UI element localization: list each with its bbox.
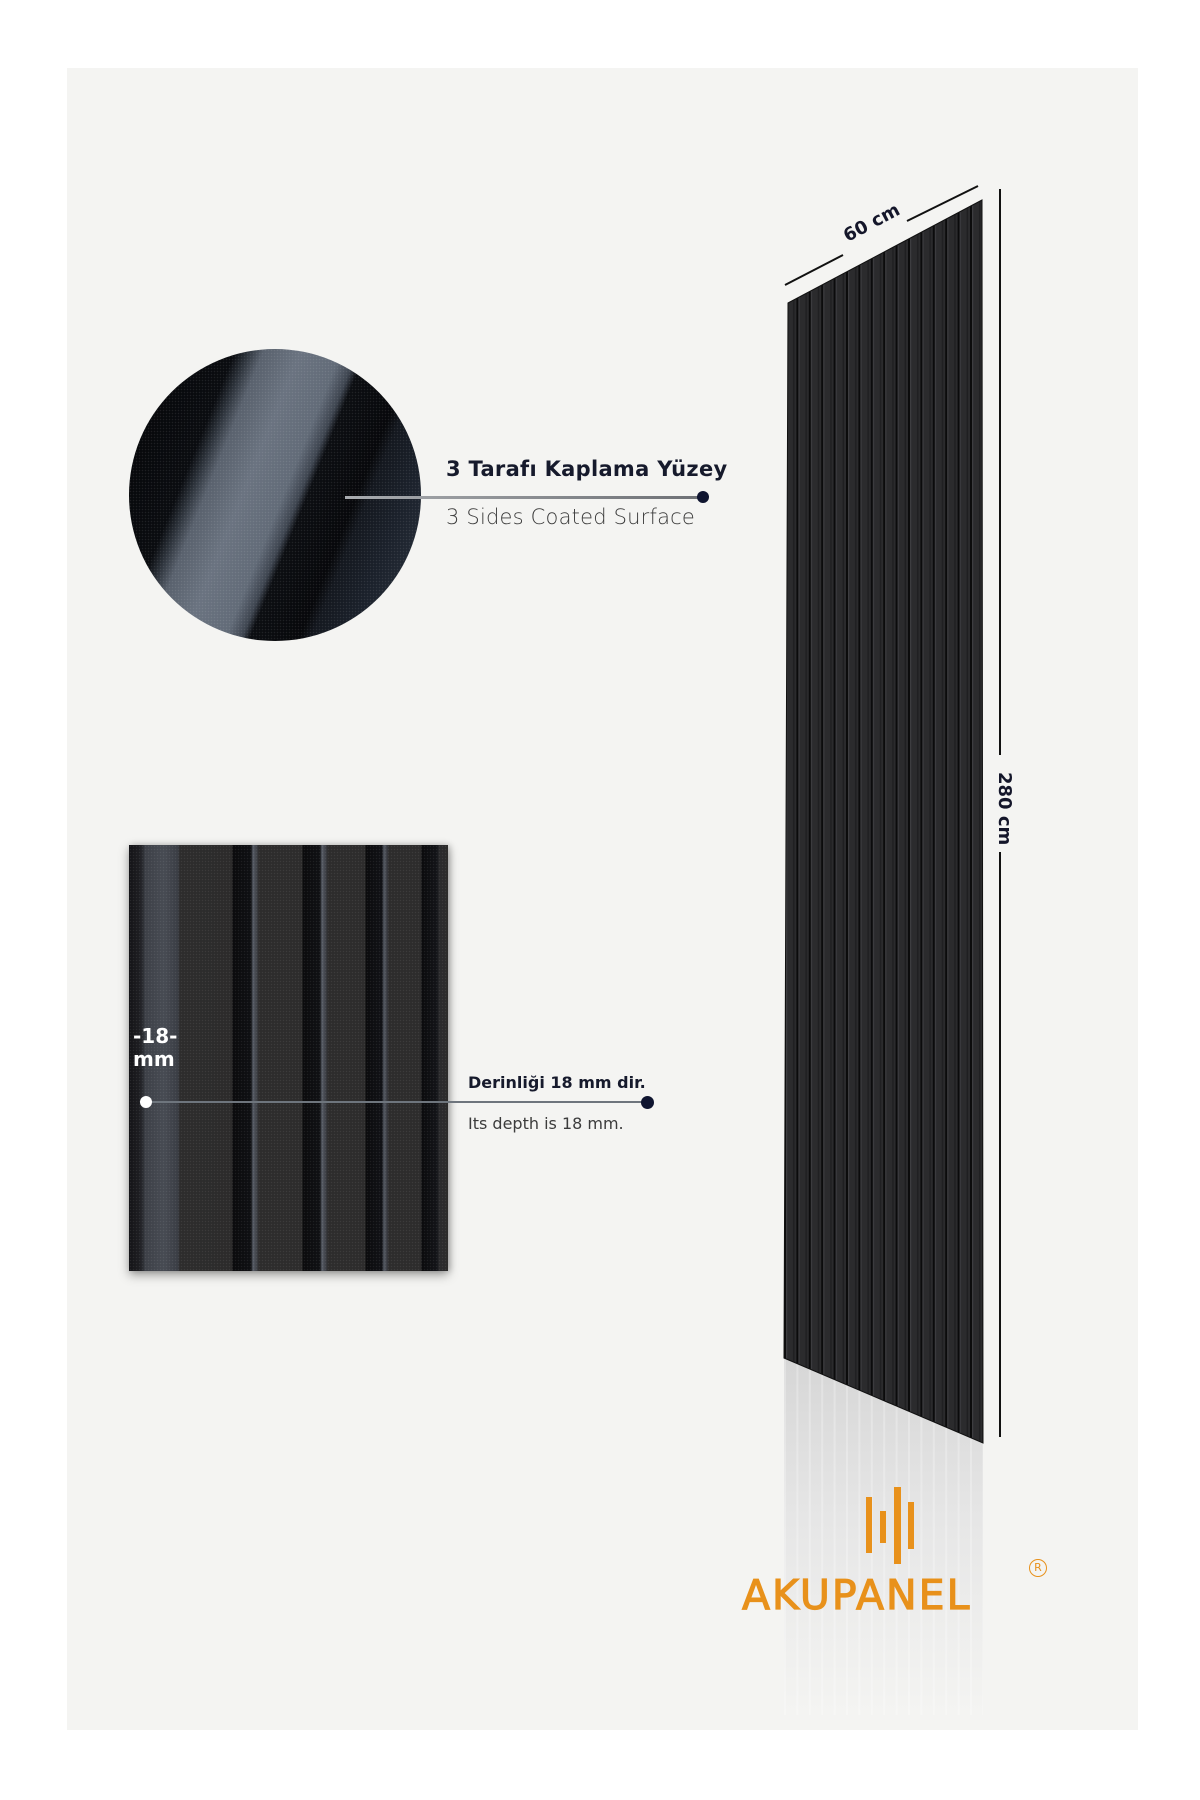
depth-detail-image <box>129 845 448 1271</box>
callout-dot-start <box>140 1096 152 1108</box>
texture-overlay <box>129 845 448 1271</box>
registered-trademark-icon: R <box>1029 1559 1047 1577</box>
logo-mark-icon <box>866 1497 872 1553</box>
surface-title: 3 Tarafı Kaplama Yüzey <box>446 457 728 481</box>
coated-surface-detail-image <box>129 349 421 641</box>
callout-line-depth <box>146 1101 648 1103</box>
brand-name: AKUPANEL <box>741 1570 972 1619</box>
depth-subtitle: Its depth is 18 mm. <box>468 1114 624 1133</box>
texture-overlay <box>129 349 421 641</box>
depth-label: -18- mm <box>133 1024 178 1071</box>
width-dimension-line-right <box>906 185 979 222</box>
callout-line-surface <box>345 496 703 499</box>
surface-subtitle: 3 Sides Coated Surface <box>446 505 696 529</box>
depth-title: Derinliği 18 mm dir. <box>468 1073 646 1092</box>
width-dimension-line-left <box>784 254 844 286</box>
logo-mark-icon <box>894 1487 901 1564</box>
height-dimension-label: 280 cm <box>994 772 1015 846</box>
logo-mark-icon <box>880 1511 886 1543</box>
logo-mark-icon <box>908 1502 914 1549</box>
panel-face <box>784 200 983 1443</box>
callout-dot-surface <box>697 491 709 503</box>
callout-dot-depth <box>641 1096 654 1109</box>
